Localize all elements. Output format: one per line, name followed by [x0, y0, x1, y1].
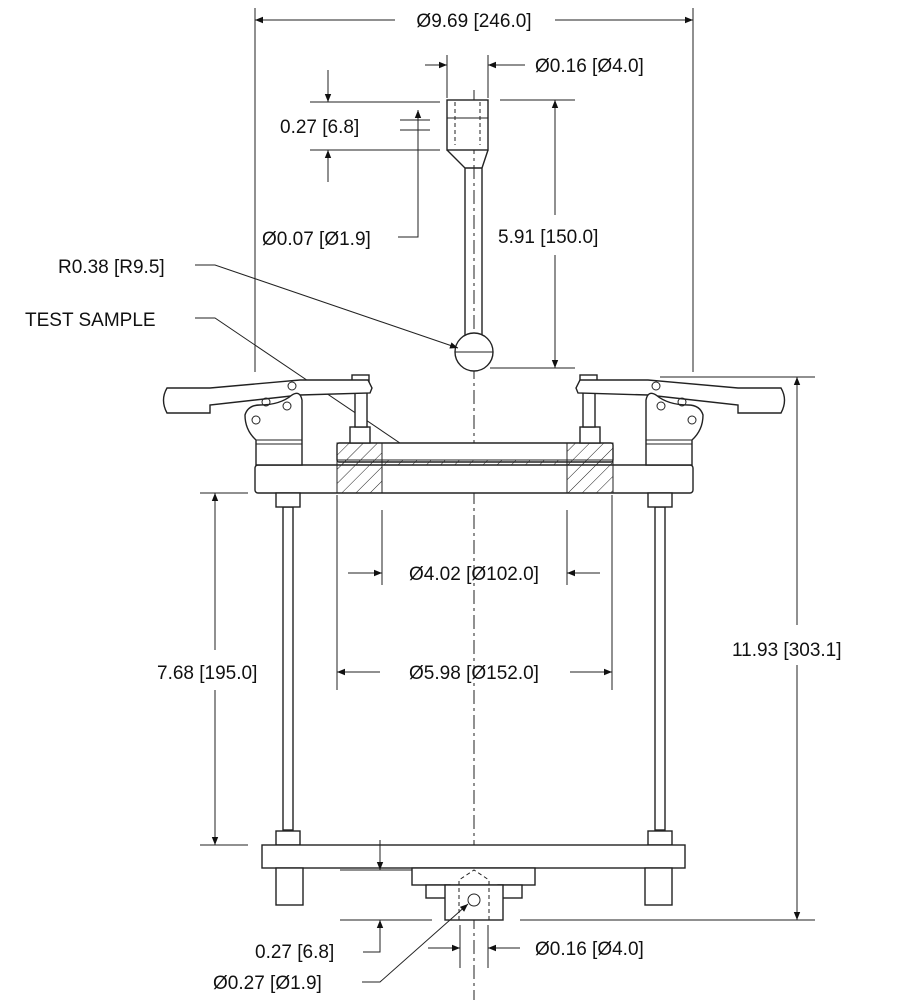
svg-text:Ø0.16 [Ø4.0]: Ø0.16 [Ø4.0] [535, 939, 644, 960]
dim-probe-head-depth: 0.27 [6.8] [280, 70, 440, 182]
svg-text:0.27 [6.8]: 0.27 [6.8] [280, 117, 359, 138]
dim-overall-height: 11.93 [303.1] [520, 376, 842, 921]
svg-text:TEST SAMPLE: TEST SAMPLE [25, 310, 156, 331]
svg-text:Ø0.16 [Ø4.0]: Ø0.16 [Ø4.0] [535, 56, 644, 77]
dim-probe-hole: Ø0.07 [Ø1.9] [262, 110, 422, 250]
dim-ring-diameter: Ø5.98 [Ø152.0] [336, 495, 613, 690]
svg-text:5.91 [150.0]: 5.91 [150.0] [498, 227, 598, 248]
dim-inner-diameter: Ø4.02 [Ø102.0] [348, 510, 600, 585]
dim-rod-height: 7.68 [195.0] [157, 492, 257, 846]
svg-text:Ø5.98 [Ø152.0]: Ø5.98 [Ø152.0] [409, 663, 539, 684]
svg-text:0.27 [6.8]: 0.27 [6.8] [255, 942, 334, 963]
svg-text:11.93 [303.1]: 11.93 [303.1] [732, 640, 842, 661]
dim-base-hole: Ø0.16 [Ø4.0] [428, 925, 644, 968]
dim-probe-tip-top: Ø0.16 [Ø4.0] [425, 55, 644, 98]
svg-text:R0.38 [R9.5]: R0.38 [R9.5] [58, 257, 165, 278]
svg-text:Ø0.27 [Ø1.9]: Ø0.27 [Ø1.9] [213, 973, 322, 994]
dim-overall-diameter: Ø9.69 [246.0] [254, 8, 694, 372]
probe [446, 99, 494, 372]
svg-text:Ø4.02 [Ø102.0]: Ø4.02 [Ø102.0] [409, 564, 539, 585]
svg-text:Ø0.07 [Ø1.9]: Ø0.07 [Ø1.9] [262, 229, 371, 250]
toggle-clamp-left [162, 379, 373, 466]
dim-probe-length: 5.91 [150.0] [490, 99, 598, 369]
dim-ball-radius: R0.38 [R9.5] [58, 257, 459, 349]
dim-cross-hole: Ø0.27 [Ø1.9] [213, 903, 469, 994]
fixture-base [261, 844, 686, 921]
svg-text:Ø9.69 [246.0]: Ø9.69 [246.0] [416, 11, 531, 32]
fixture-upper [254, 374, 694, 494]
dim-base-depth: 0.27 [6.8] [255, 840, 432, 963]
toggle-clamp-right [575, 379, 786, 466]
svg-text:7.68 [195.0]: 7.68 [195.0] [157, 663, 257, 684]
support-rods [275, 492, 673, 846]
